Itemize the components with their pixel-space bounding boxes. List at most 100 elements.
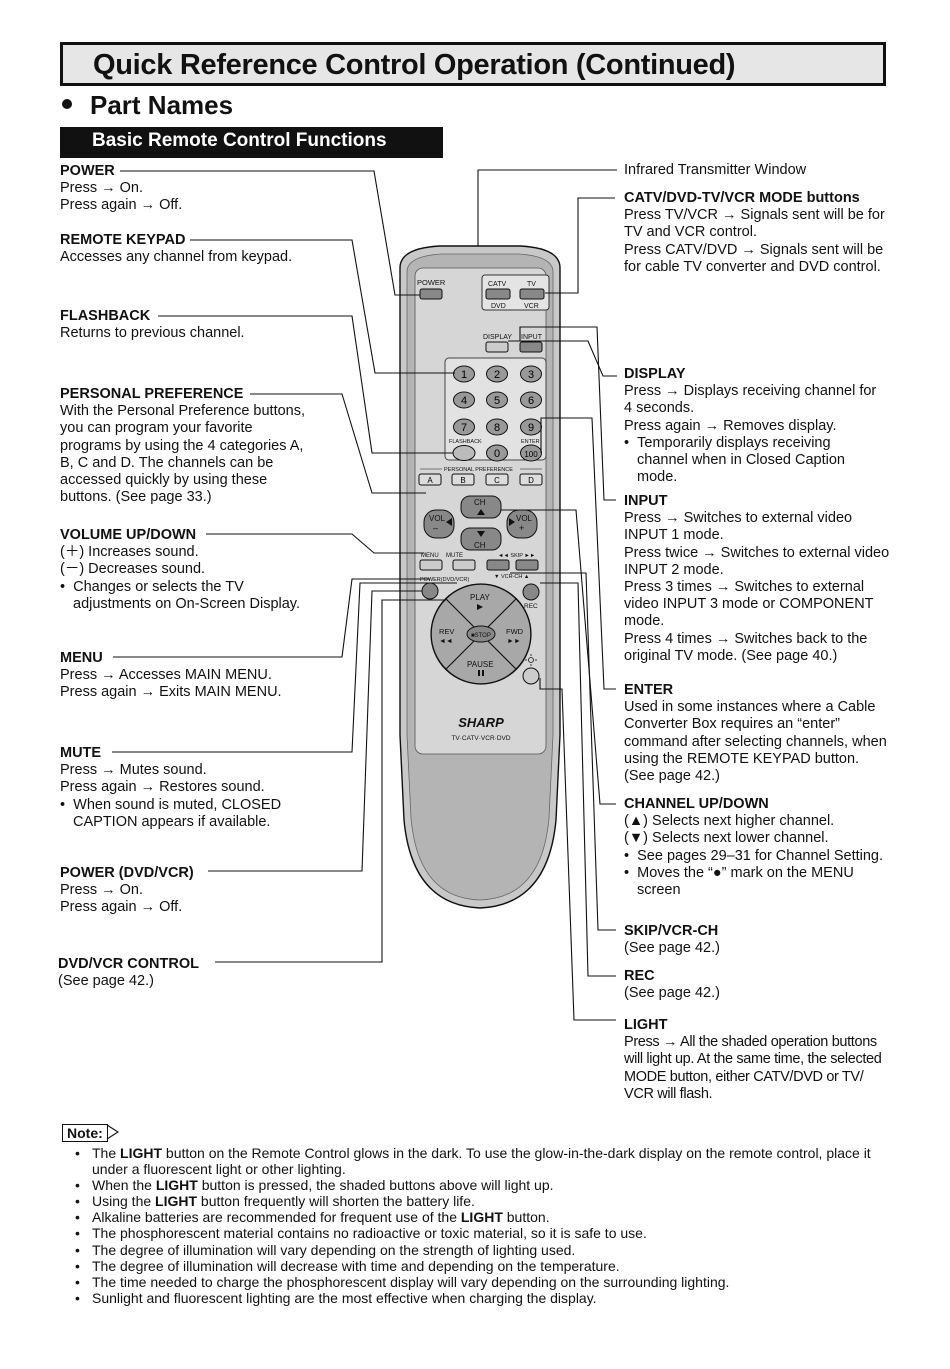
flashback-line-1: Returns to previous channel. [60, 325, 245, 342]
light-button[interactable] [522, 667, 540, 685]
note-text: When the [92, 1177, 156, 1194]
preference-button-d[interactable] [519, 473, 543, 486]
display-line-1: Press → Displays receiving channel for [624, 383, 877, 400]
keypad-label-2: 2 [494, 369, 500, 381]
keypad-button-5[interactable] [486, 391, 508, 409]
vol-right-label: VOL [516, 514, 533, 523]
power-dvdvcr-button[interactable] [421, 582, 439, 600]
keypad-label-7: 7 [461, 422, 467, 434]
power-dvdvcr-label: POWER(DVD/VCR) [420, 577, 469, 583]
catv-dvd-button[interactable] [485, 288, 511, 300]
note-bold-text: LIGHT [155, 1193, 198, 1210]
ch-up-label: CH [474, 498, 486, 507]
channel-up-button[interactable] [460, 495, 502, 519]
play-label: PLAY [470, 593, 491, 602]
keypad-label-3: 3 [528, 369, 534, 381]
power-dvdvcr-block: POWER (DVD/VCR) Press → On. Press again … [60, 865, 194, 917]
vol-plus-label: + [519, 523, 524, 533]
keypad-button-8[interactable] [486, 418, 508, 436]
mute-line-2: Press again → Restores sound. [60, 779, 265, 796]
volume-bullet-text: Changes or selects the TV adjustments on… [73, 578, 301, 612]
enter-line-3: command after selecting channels, when [624, 733, 887, 750]
play-button[interactable] [445, 583, 517, 635]
skip-back-button[interactable] [486, 559, 510, 571]
enter-line-5: (See page 42.) [624, 768, 720, 785]
note-label-box: Note: [62, 1124, 108, 1142]
note-text: The phosphorescent material contains no … [92, 1225, 647, 1242]
power-button[interactable] [419, 288, 443, 300]
enter-line-2: Converter Box requires an “enter” [624, 716, 840, 733]
note-item: The degree of illumination will vary dep… [75, 1242, 905, 1258]
personal-preference-line-6: buttons. (See page 33.) [60, 489, 212, 506]
note-bold-text: LIGHT [120, 1145, 163, 1161]
note-item: When the LIGHT button is pressed, the sh… [75, 1177, 905, 1193]
input-line-6: video INPUT 3 mode or COMPONENT [624, 596, 874, 613]
rec-button[interactable] [522, 583, 540, 601]
preference-button-a[interactable] [418, 473, 442, 486]
skip-forward-button[interactable] [515, 559, 539, 571]
input-block: INPUT Press → Switches to external video… [624, 493, 889, 665]
menu-heading: MENU [60, 650, 103, 666]
power-dvdvcr-line-2: Press again → Off. [60, 899, 183, 916]
mute-button[interactable] [452, 559, 476, 571]
keypad-button-1[interactable] [453, 365, 475, 383]
power-dvdvcr-heading: POWER (DVD/VCR) [60, 865, 194, 881]
rev-label: REV [439, 627, 454, 636]
section-heading: Part Names [62, 90, 233, 121]
display-line-2: 4 seconds. [624, 400, 695, 417]
display-button[interactable] [485, 341, 509, 353]
remote-keypad-line-1: Accesses any channel from keypad. [60, 249, 293, 266]
keypad-label-9: 9 [528, 422, 534, 434]
fwd-button[interactable] [480, 598, 532, 670]
stop-button[interactable] [466, 625, 496, 643]
menu-line-2: Press again → Exits MAIN MENU. [60, 684, 282, 701]
preference-button-c[interactable] [485, 473, 509, 486]
note-text: button. [502, 1209, 550, 1226]
notes-list: The LIGHT button on the Remote Control g… [75, 1145, 905, 1306]
remote-keypad-block: REMOTE KEYPAD Accesses any channel from … [60, 232, 292, 266]
keypad-button-4[interactable] [453, 391, 475, 409]
preference-button-b[interactable] [451, 473, 475, 486]
mute-bullet-text: When sound is muted, CLOSED CAPTION appe… [73, 796, 282, 830]
input-label: INPUT [521, 334, 543, 341]
power-dvdvcr-line-1: Press → On. [60, 882, 143, 899]
play-icon [477, 604, 483, 610]
channel-bullet-1: • See pages 29–31 for Channel Setting. [624, 847, 884, 864]
keypad-button-7[interactable] [453, 418, 475, 436]
enter-line-4: using the REMOTE KEYPAD button. [624, 750, 860, 767]
dvdvcr-control-heading: DVD/VCR CONTROL [58, 956, 199, 972]
keypad-button-6[interactable] [520, 391, 542, 409]
input-button[interactable] [519, 341, 543, 353]
note-text: Alkaline batteries are recommended for f… [92, 1209, 461, 1226]
keypad-button-2[interactable] [486, 365, 508, 383]
channel-bullet-2: • Moves the “●” mark on the MENU screen [624, 864, 854, 899]
flashback-button[interactable] [452, 445, 476, 461]
channel-down-button[interactable] [460, 527, 502, 551]
pause-button[interactable] [445, 633, 517, 685]
note-text: The [92, 1145, 121, 1161]
rec-line-1: (See page 42.) [624, 985, 720, 1002]
band-title: Basic Remote Control Functions [60, 127, 443, 158]
volume-down-button[interactable] [423, 509, 455, 539]
keypad-button-3[interactable] [520, 365, 542, 383]
rev-button[interactable] [430, 598, 482, 670]
model-label: TV·CATV·VCR·DVD [451, 735, 510, 742]
dvdvcr-control-block: DVD/VCR CONTROL (See page 42.) [58, 956, 199, 990]
light-line-4: VCR will flash. [624, 1085, 713, 1102]
tv-vcr-button[interactable] [519, 288, 545, 300]
menu-button[interactable] [419, 559, 443, 571]
skip-line-1: (See page 42.) [624, 940, 720, 957]
menu-label: MENU [421, 553, 439, 559]
keypad-label-0: 0 [494, 448, 500, 460]
brand-logo: SHARP [458, 715, 504, 730]
flashback-heading: FLASHBACK [60, 308, 151, 324]
personal-preference-line-3: programs by using the 4 categories A, [60, 437, 304, 454]
mute-heading: MUTE [60, 745, 102, 761]
keypad-button-0[interactable] [486, 444, 508, 462]
preference-label-c: C [494, 476, 500, 485]
light-line-1: Press → All the shaded operation buttons [624, 1034, 877, 1051]
channel-bullet-2-text: Moves the “●” mark on the MENU screen [637, 864, 854, 899]
input-heading: INPUT [624, 493, 668, 509]
input-line-3: Press twice → Switches to external video [624, 544, 890, 561]
